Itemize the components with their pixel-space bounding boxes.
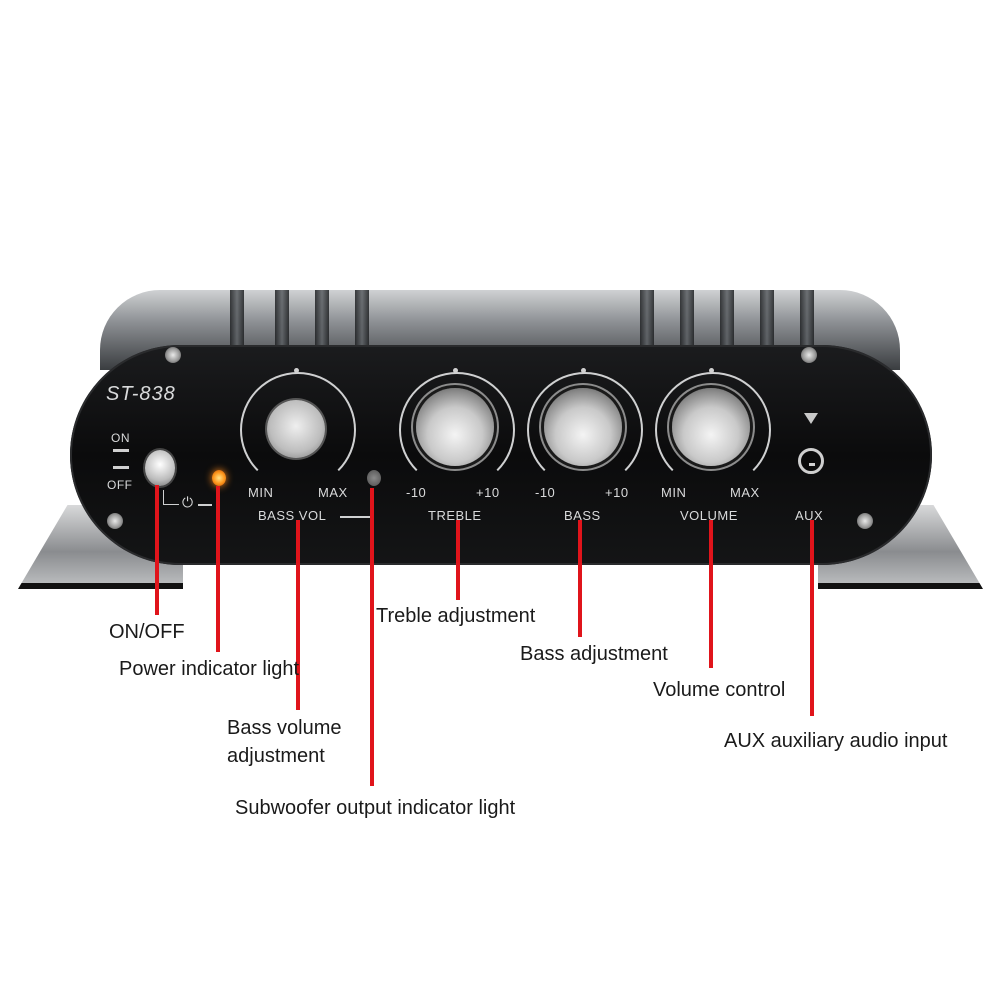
power-switch-button[interactable] <box>145 450 175 486</box>
leader-aux <box>810 520 814 716</box>
bass-knob[interactable] <box>544 388 622 466</box>
callout-treble: Treble adjustment <box>376 605 536 627</box>
scale-dot <box>709 368 714 373</box>
leader-treble <box>456 520 460 600</box>
bass-vol-max-label: MAX <box>318 485 348 500</box>
power-indicator-led <box>212 470 226 486</box>
bass-max-label: +10 <box>605 485 629 500</box>
bass-vol-scale-ring <box>240 372 356 488</box>
leader-volume <box>709 520 713 668</box>
treble-max-label: +10 <box>476 485 500 500</box>
callout-bass: Bass adjustment <box>520 643 668 665</box>
bass-vol-min-label: MIN <box>248 485 274 500</box>
treble-min-label: -10 <box>406 485 427 500</box>
aux-arrow-icon <box>804 413 818 424</box>
volume-max-label: MAX <box>730 485 760 500</box>
volume-knob[interactable] <box>672 388 750 466</box>
callout-bass-volume-line1: Bass volume <box>227 717 342 739</box>
treble-scale-ring <box>399 372 515 488</box>
leader-power-indicator <box>216 486 220 652</box>
subwoofer-bracket-line <box>340 516 370 518</box>
volume-scale-ring <box>655 372 771 488</box>
model-label: ST-838 <box>106 383 176 405</box>
callout-volume: Volume control <box>653 679 786 701</box>
leader-on-off <box>155 485 159 615</box>
screw-icon <box>165 347 181 363</box>
volume-section-label: VOLUME <box>680 508 738 523</box>
screw-icon <box>801 347 817 363</box>
power-bracket-line <box>163 490 179 505</box>
callout-subwoofer-indicator: Subwoofer output indicator light <box>235 797 516 819</box>
scale-dot <box>581 368 586 373</box>
bass-vol-section-label: BASS VOL <box>258 508 327 523</box>
volume-min-label: MIN <box>661 485 687 500</box>
callout-bass-volume-line2: adjustment <box>227 745 325 767</box>
power-bracket-line <box>198 504 212 506</box>
leader-bass-volume <box>296 520 300 710</box>
treble-knob[interactable] <box>416 388 494 466</box>
callout-on-off: ON/OFF <box>109 621 185 643</box>
bass-vol-knob[interactable] <box>267 400 325 458</box>
scale-dot <box>453 368 458 373</box>
scale-dot <box>294 368 299 373</box>
screw-icon <box>857 513 873 529</box>
screw-icon <box>107 513 123 529</box>
leader-subwoofer-indicator <box>370 488 374 786</box>
bass-min-label: -10 <box>535 485 556 500</box>
subwoofer-indicator-led <box>367 470 381 486</box>
callout-power-indicator: Power indicator light <box>119 658 300 680</box>
bass-section-label: BASS <box>564 508 601 523</box>
treble-section-label: TREBLE <box>428 508 482 523</box>
bass-scale-ring <box>527 372 643 488</box>
switch-off-symbol <box>113 466 129 469</box>
leader-bass <box>578 520 582 637</box>
aux-section-label: AUX <box>795 508 824 523</box>
off-label: OFF <box>107 478 133 492</box>
switch-on-symbol <box>113 449 129 452</box>
aux-input-jack[interactable] <box>798 448 824 474</box>
callout-aux: AUX auxiliary audio input <box>724 730 948 752</box>
power-icon: ⏻ <box>182 494 194 510</box>
on-label: ON <box>111 431 130 445</box>
